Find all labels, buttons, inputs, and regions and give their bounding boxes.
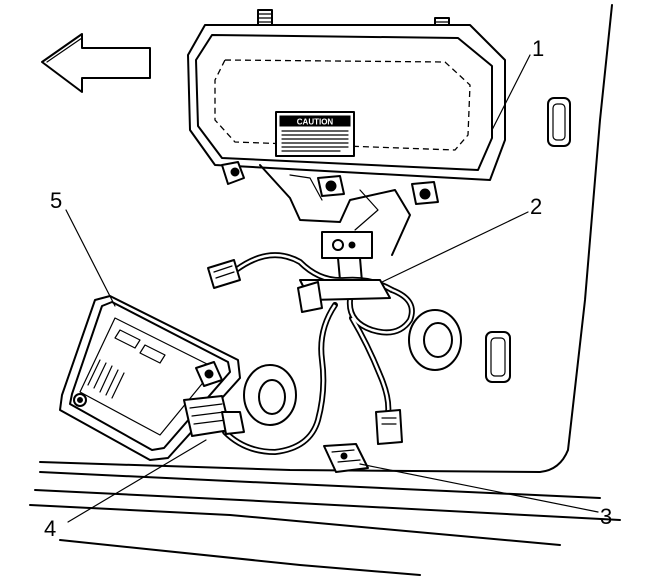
panel-slot [547, 97, 571, 147]
panel-slot [485, 331, 511, 383]
harness-clip [297, 279, 391, 313]
panel-hole [408, 309, 462, 371]
leader-line-3 [359, 463, 599, 513]
callout-2: 2 [530, 194, 542, 219]
caution-label-text: CAUTION [297, 118, 334, 127]
mounting-bolt [411, 181, 439, 205]
mounting-bolt [317, 175, 345, 197]
module-connector [321, 231, 373, 283]
panel-hole [243, 364, 297, 426]
leader-line-1 [491, 54, 531, 131]
mounting-bolt [221, 161, 245, 185]
harness-connector [375, 409, 403, 445]
callout-3: 3 [600, 504, 612, 529]
leader-line-4 [67, 439, 207, 523]
left-arrow-icon [41, 33, 151, 93]
panel-outline [29, 4, 621, 576]
leader-line-5 [65, 209, 116, 307]
harness-connector [207, 259, 241, 289]
caution-label: CAUTION [275, 111, 355, 157]
callout-5: 5 [50, 188, 62, 213]
sensing-diagnostic-module [59, 295, 241, 461]
sdm-connector [183, 395, 245, 437]
callout-4: 4 [44, 516, 56, 541]
callout-leaders [65, 54, 599, 523]
leader-line-2 [381, 211, 529, 283]
callout-labels: 1 2 3 4 5 [44, 36, 612, 541]
airbag-module: CAUTION [187, 9, 506, 256]
harness-retainer-clip [323, 443, 369, 473]
callout-1: 1 [532, 36, 544, 61]
